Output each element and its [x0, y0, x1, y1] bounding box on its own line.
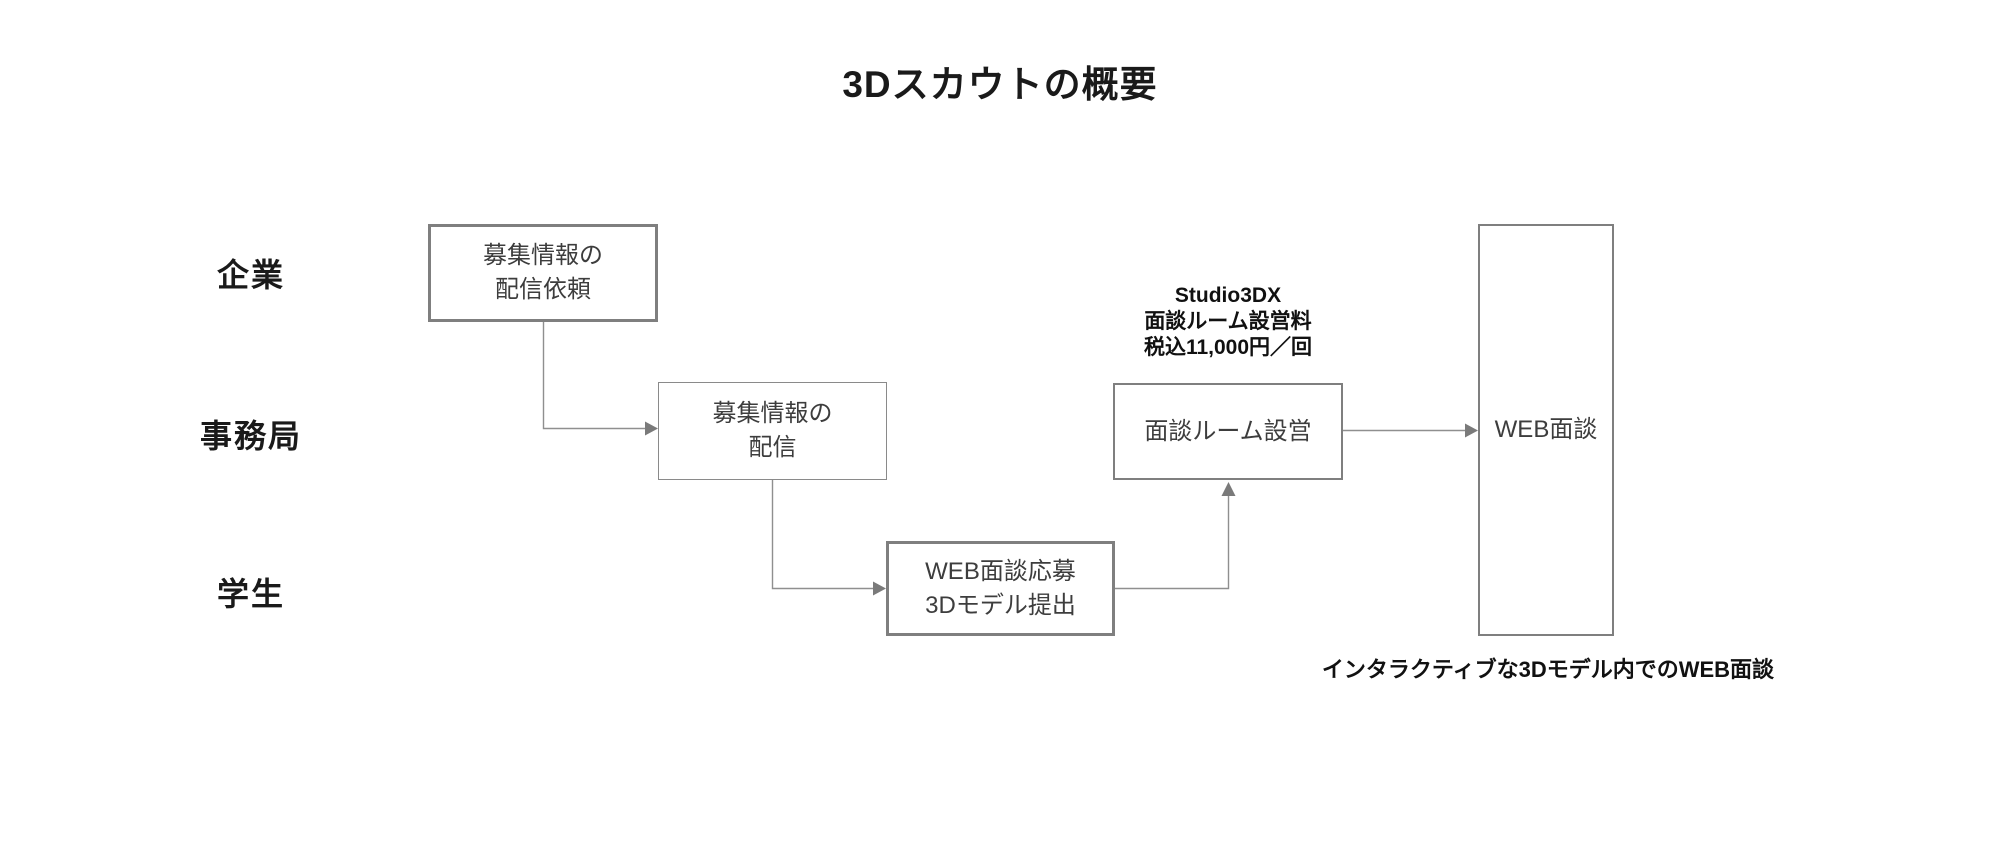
setup-fee-line-price: 税込11,000円／回	[1143, 336, 1313, 359]
setup-fee-line-label: 面談ルーム設営料	[1144, 310, 1312, 333]
arrow-distribution-to-application	[771, 480, 886, 596]
arrowhead-right-icon	[873, 581, 886, 596]
flow-box-distribution-request: 募集情報の 配信依頼	[428, 224, 658, 322]
flow-box-text-line: 配信	[748, 434, 797, 461]
arrow-request-to-distribution	[542, 322, 658, 436]
flow-box-distribution: 募集情報の 配信	[658, 382, 887, 480]
flow-box-text-line: 面談ルーム設営	[1144, 417, 1312, 445]
flow-box-web-interview-application: WEB面談応募 3Dモデル提出	[886, 541, 1115, 636]
flow-box-text-line: 3Dモデル提出	[925, 591, 1076, 619]
web-interview-caption: インタラクティブな3Dモデル内でのWEB面談	[1321, 657, 1775, 682]
flow-box-text-line: WEB面談	[1494, 416, 1598, 444]
arrowhead-up-icon	[1221, 482, 1236, 496]
setup-fee-annotation: Studio3DX 面談ルーム設営料 税込11,000円／回	[1048, 283, 1408, 361]
flow-box-text-line: 募集情報の	[483, 242, 603, 270]
arrowhead-right-icon	[1465, 423, 1478, 438]
flow-box-web-interview: WEB面談	[1478, 224, 1614, 636]
arrow-setup-to-web-interview	[1343, 423, 1478, 438]
flow-box-text-line: 配信依頼	[495, 276, 591, 303]
swimlane-label-company: 企業	[216, 257, 285, 293]
setup-fee-line-product: Studio3DX	[1174, 284, 1282, 307]
swimlane-label-office: 事務局	[199, 418, 302, 454]
flow-box-text-line: WEB面談応募	[925, 557, 1076, 585]
arrowhead-right-icon	[645, 421, 658, 436]
swimlane-label-student: 学生	[216, 576, 285, 612]
arrow-application-to-setup	[1115, 482, 1236, 590]
flow-box-text-line: 募集情報の	[712, 400, 833, 428]
flow-box-interview-room-setup: 面談ルーム設営	[1113, 383, 1343, 480]
diagram-title: 3Dスカウトの概要	[842, 64, 1158, 105]
